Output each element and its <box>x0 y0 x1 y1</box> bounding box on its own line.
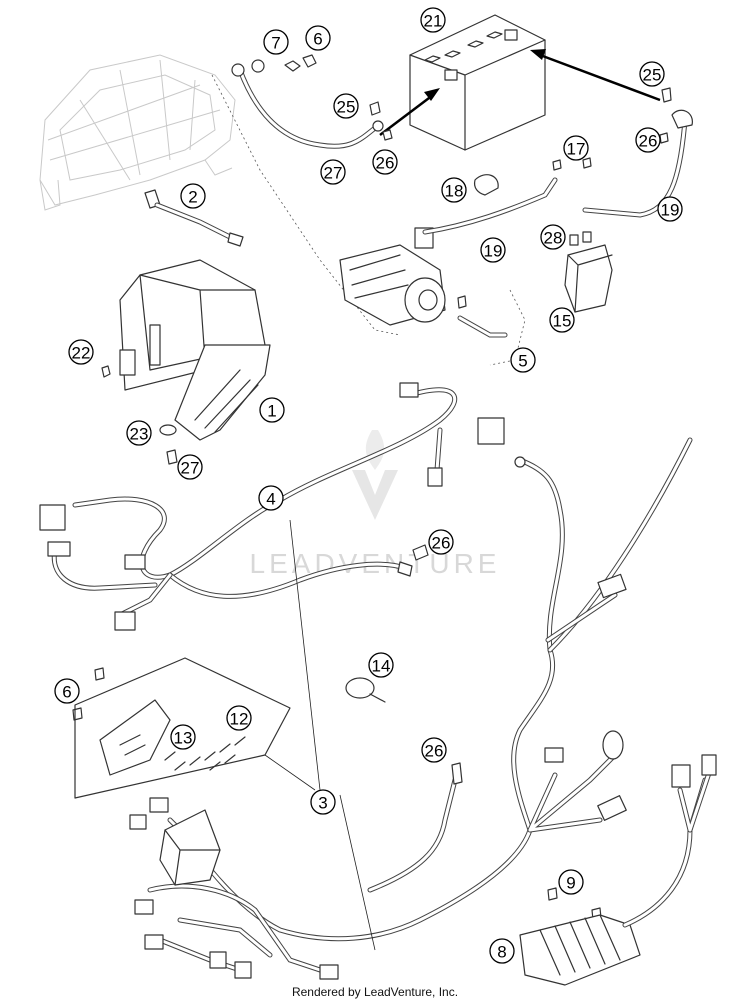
battery <box>409 14 546 151</box>
callout-27: 27 <box>177 454 203 480</box>
callout-25: 27 <box>320 159 346 185</box>
callout-26b: 26 <box>421 737 447 763</box>
callout-21: 22 <box>68 339 94 365</box>
callout-24b: 26 <box>372 149 398 175</box>
harness-4 <box>39 382 458 631</box>
callout-26b-label: 26 <box>425 742 444 761</box>
callout-18-label: 18 <box>445 182 464 201</box>
starter-relay <box>564 231 613 313</box>
callout-12-label: 12 <box>230 710 249 729</box>
callout-7-label: 7 <box>271 34 280 53</box>
ground-lead <box>144 189 244 247</box>
arrow-negative <box>379 94 434 136</box>
callout-13-label: 13 <box>174 729 193 748</box>
callout-21-label: 22 <box>72 344 91 363</box>
callout-9: 9 <box>558 869 584 895</box>
callout-14-label: 14 <box>372 657 391 676</box>
callout-6a: 6 <box>305 25 331 51</box>
callout-28-label: 28 <box>544 229 563 248</box>
callout-18: 18 <box>441 177 467 203</box>
callout-25-label: 27 <box>324 164 343 183</box>
starter-cables <box>422 109 693 235</box>
callout-23a-label: 25 <box>643 66 662 85</box>
callout-6b-label: 6 <box>62 683 71 702</box>
callout-17-label: 17 <box>567 140 586 159</box>
callout-5: 5 <box>510 347 536 373</box>
callout-5-label: 5 <box>518 352 527 371</box>
fuse-box-inset <box>74 657 291 799</box>
callout-24a: 26 <box>635 127 661 153</box>
callout-23b: 25 <box>333 93 359 119</box>
callout-9-label: 9 <box>566 874 575 893</box>
negative-cable <box>231 59 384 149</box>
callout-3-label: 3 <box>318 794 327 813</box>
voltage-regulator <box>519 754 717 986</box>
callout-19a: 19 <box>657 196 683 222</box>
callout-14: 14 <box>368 652 394 678</box>
callout-19b-label: 19 <box>484 242 503 261</box>
callout-13: 13 <box>170 724 196 750</box>
callout-28: 28 <box>540 224 566 250</box>
callout-20-label: 21 <box>424 12 443 31</box>
callout-22-label: 23 <box>130 425 149 444</box>
callout-4-label: 4 <box>266 490 275 509</box>
starter-motor <box>339 227 446 326</box>
callout-12: 12 <box>226 705 252 731</box>
callout-22: 23 <box>126 420 152 446</box>
footer-credit: Rendered by LeadVenture, Inc. <box>291 985 459 999</box>
callout-1: 1 <box>259 397 285 423</box>
callout-6b: 6 <box>54 678 80 704</box>
callout-23b-label: 25 <box>337 98 356 117</box>
callout-19b: 19 <box>480 237 506 263</box>
callout-7: 7 <box>263 29 289 55</box>
callout-24a-label: 26 <box>639 132 658 151</box>
callout-15: 15 <box>549 307 575 333</box>
callout-8: 8 <box>489 938 515 964</box>
leader-3 <box>264 519 376 951</box>
battery-box <box>119 259 271 441</box>
callout-2: 2 <box>180 183 206 209</box>
callout-24b-label: 26 <box>376 154 395 173</box>
callout-26a-label: 26 <box>432 534 451 553</box>
small-hardware <box>72 54 672 921</box>
callout-1-label: 1 <box>267 402 276 421</box>
relay-assembly <box>129 797 221 886</box>
harness-3 <box>134 417 693 980</box>
callout-26a: 26 <box>428 529 454 555</box>
callout-4: 4 <box>258 485 284 511</box>
callout-3: 3 <box>310 789 336 815</box>
callout-6a-label: 6 <box>313 30 322 49</box>
callout-20: 21 <box>420 7 446 33</box>
callout-19a-label: 19 <box>661 201 680 220</box>
callout-15-label: 15 <box>553 312 572 331</box>
arrow-positive <box>539 53 661 102</box>
frame-drawing <box>39 54 236 211</box>
callout-2-label: 2 <box>188 188 197 207</box>
callout-27-label: 27 <box>181 459 200 478</box>
callout-23a: 25 <box>639 61 665 87</box>
callout-8-label: 8 <box>497 943 506 962</box>
callout-17: 17 <box>563 135 589 161</box>
